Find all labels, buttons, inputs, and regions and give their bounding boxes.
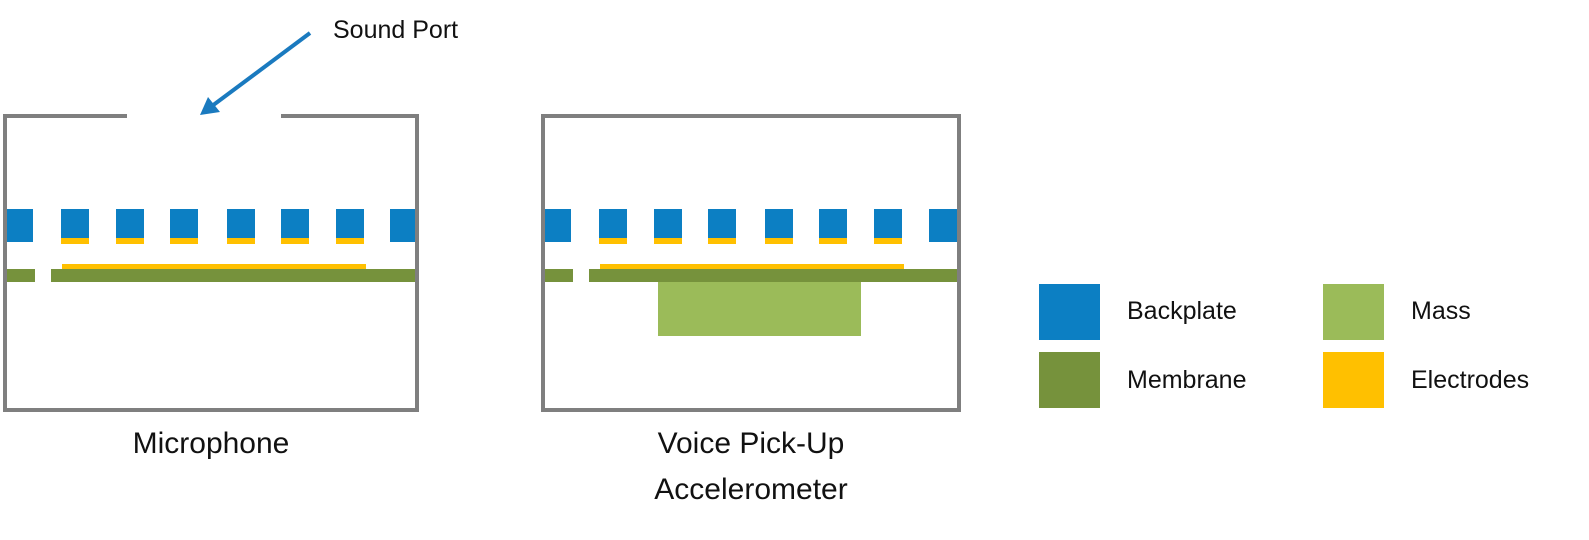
accelerometer-mass <box>658 282 861 336</box>
accelerometer-backplate-electrodes <box>599 238 902 244</box>
accelerometer-caption-line2: Accelerometer <box>654 473 848 506</box>
sound-port-arrow <box>200 31 312 115</box>
legend-label-mass: Mass <box>1411 297 1471 325</box>
microphone-membrane <box>7 269 415 282</box>
microphone-caption: Microphone <box>132 427 290 460</box>
microphone-membrane-electrode <box>62 264 366 269</box>
accelerometer-caption-line1: Voice Pick-Up <box>657 427 845 460</box>
legend-swatch-electrodes <box>1323 352 1384 408</box>
legend-label-membrane: Membrane <box>1127 366 1247 394</box>
sound-port-label: Sound Port <box>333 16 459 44</box>
legend-label-electrodes: Electrodes <box>1411 366 1530 394</box>
microphone-backplate-electrodes <box>61 238 364 244</box>
microphone-housing <box>3 114 419 412</box>
legend-label-backplate: Backplate <box>1127 297 1237 325</box>
accelerometer-backplate <box>545 209 957 242</box>
legend-swatch-membrane <box>1039 352 1100 408</box>
legend-swatch-mass <box>1323 284 1384 340</box>
accelerometer-membrane <box>545 269 957 282</box>
microphone-backplate <box>7 209 415 242</box>
accelerometer-membrane-electrode <box>600 264 904 269</box>
legend-swatch-backplate <box>1039 284 1100 340</box>
accelerometer-housing <box>541 114 961 412</box>
